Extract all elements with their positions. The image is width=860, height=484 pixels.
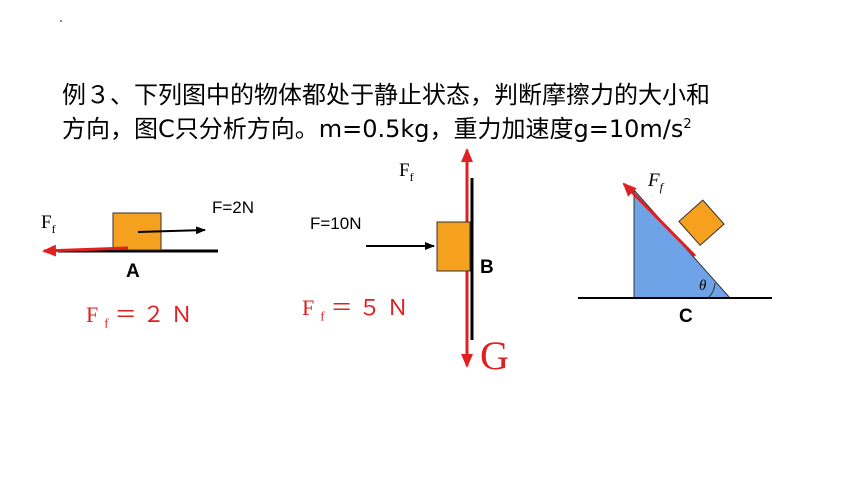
figure-label-c: C bbox=[679, 306, 693, 327]
problem-statement: 例３、下列图中的物体都处于静止状态，判断摩擦力的大小和 方向，图C只分析方向。m… bbox=[62, 78, 842, 146]
force-label-b: F=10N bbox=[310, 214, 362, 233]
problem-line-2: 方向，图C只分析方向。m=0.5kg，重力加速度g=10m/s2 bbox=[62, 112, 842, 146]
figure-label-a: A bbox=[126, 261, 140, 282]
friction-label-b: Ff bbox=[399, 160, 414, 185]
answer-a-sub: f bbox=[104, 315, 115, 331]
stray-dot bbox=[60, 20, 62, 22]
friction-label-a-sub: f bbox=[51, 221, 56, 236]
friction-arrow-c bbox=[622, 182, 697, 258]
answer-b: Ff＝５Ｎ bbox=[302, 290, 415, 324]
friction-label-b-sub: f bbox=[409, 169, 414, 184]
force-arrow-a bbox=[137, 226, 206, 235]
friction-label-a: Ff bbox=[41, 212, 56, 237]
gravity-label-b: G bbox=[480, 333, 509, 378]
friction-arrow-a bbox=[42, 244, 129, 257]
answer-a: Ff＝２Ｎ bbox=[86, 297, 199, 331]
block-c bbox=[678, 199, 725, 246]
figure-label-b: B bbox=[480, 257, 494, 278]
friction-label-c-main: F bbox=[648, 170, 660, 191]
friction-label-a-main: F bbox=[41, 212, 52, 233]
answer-a-value: ＝２Ｎ bbox=[114, 302, 199, 327]
friction-label-c-sub: f bbox=[659, 179, 663, 194]
problem-line-1: 例３、下列图中的物体都处于静止状态，判断摩擦力的大小和 bbox=[62, 81, 710, 109]
exponent: 2 bbox=[683, 117, 692, 132]
angle-label-c: θ bbox=[699, 278, 707, 294]
figure-a bbox=[42, 212, 218, 257]
answer-a-main: F bbox=[86, 302, 105, 327]
angle-arc-c bbox=[707, 282, 716, 299]
friction-label-c: Ff bbox=[648, 170, 663, 195]
friction-label-b-main: F bbox=[399, 160, 410, 181]
answer-b-main: F bbox=[302, 295, 321, 320]
figure-c bbox=[578, 182, 772, 299]
force-label-a: F=2N bbox=[212, 198, 255, 217]
answer-b-value: ＝５Ｎ bbox=[330, 295, 415, 320]
answer-b-sub: f bbox=[320, 308, 331, 324]
problem-line-2-text: 方向，图C只分析方向。m=0.5kg，重力加速度g=10m/s bbox=[62, 115, 684, 143]
figure-b bbox=[366, 148, 474, 368]
block-b bbox=[436, 221, 471, 272]
